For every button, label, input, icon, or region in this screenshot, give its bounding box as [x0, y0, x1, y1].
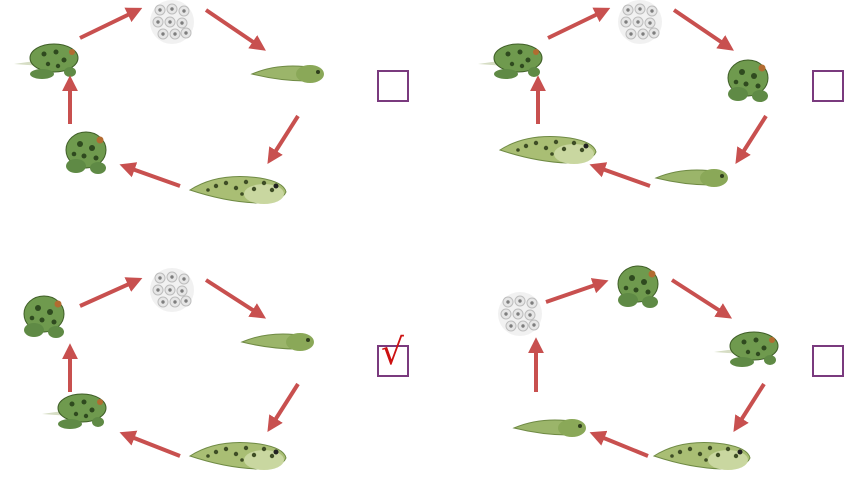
young-tadpole-image [251, 64, 325, 84]
legged-tadpole-image [189, 176, 287, 205]
young-tadpole-image [513, 418, 587, 438]
check-mark: √ [381, 332, 404, 373]
arrow [670, 278, 733, 319]
option-a-checkbox[interactable] [377, 70, 409, 102]
arrow [204, 8, 266, 51]
arrow [119, 430, 181, 458]
frog-eggs-image [497, 291, 543, 337]
arrow [119, 162, 181, 188]
arrow [79, 7, 143, 40]
tailed-frog-image [713, 331, 779, 368]
frog-eggs-image [149, 0, 195, 45]
tailed-frog-image [477, 43, 543, 80]
froglet-image [617, 265, 659, 309]
tailed-frog-image [13, 43, 79, 80]
frog-eggs-image [617, 0, 663, 45]
arrow [267, 114, 300, 165]
arrow [545, 278, 609, 304]
option-b-checkbox[interactable] [812, 70, 844, 102]
option-a-diagram [13, 0, 325, 205]
arrow [204, 278, 267, 319]
tailed-frog-image [41, 393, 107, 430]
young-tadpole-image [655, 168, 729, 188]
frog-eggs-image [149, 267, 195, 313]
option-c-diagram [23, 267, 315, 471]
froglet-image [65, 131, 107, 175]
option-c-checkbox[interactable]: √ [377, 333, 409, 377]
young-tadpole-image [241, 332, 315, 352]
arrow [589, 162, 651, 188]
arrow [267, 382, 300, 433]
legged-tadpole-image [189, 442, 287, 471]
arrow [672, 8, 734, 51]
legged-tadpole-image [499, 136, 597, 165]
arrow [547, 7, 611, 40]
option-d-checkbox[interactable] [812, 345, 844, 377]
arrow [589, 430, 649, 458]
froglet-image [23, 295, 65, 339]
froglet-image [727, 59, 769, 103]
arrow [79, 277, 143, 308]
option-d-diagram [497, 265, 779, 471]
arrow [733, 382, 766, 433]
arrow [735, 114, 768, 165]
option-b-diagram [477, 0, 769, 188]
legged-tadpole-image [653, 442, 751, 471]
